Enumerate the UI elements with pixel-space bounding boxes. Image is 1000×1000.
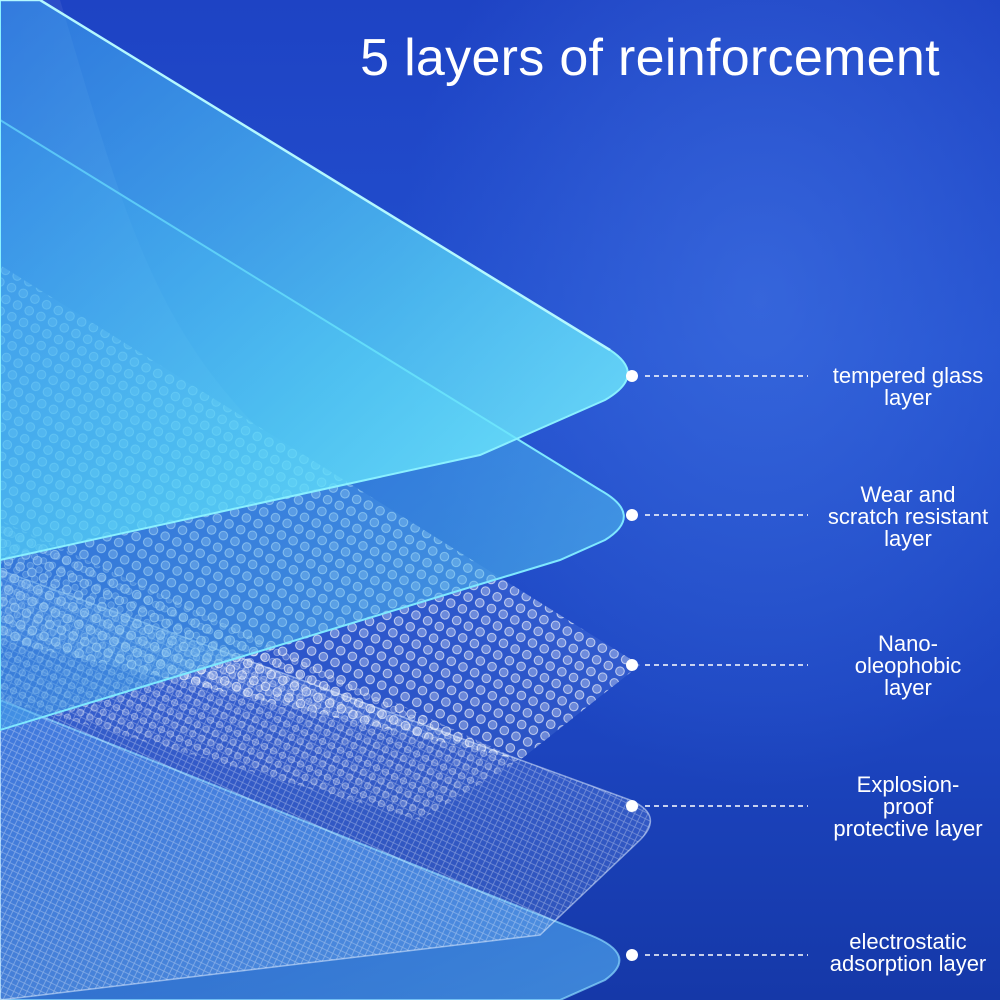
label-line: layer (813, 528, 1000, 550)
label-line: Explosion- (813, 774, 1000, 796)
leader-lines (626, 370, 808, 961)
label-line: layer (813, 387, 1000, 409)
marker-dot (626, 800, 638, 812)
label-line: layer (813, 677, 1000, 699)
label-explosion-proof: Explosion- proof protective layer (813, 774, 1000, 840)
marker-dot (626, 659, 638, 671)
label-line: adsorption layer (813, 953, 1000, 975)
label-adsorption: electrostatic adsorption layer (813, 931, 1000, 975)
label-line: protective layer (813, 818, 1000, 840)
label-line: tempered glass (813, 365, 1000, 387)
label-line: scratch resistant (813, 506, 1000, 528)
marker-dot (626, 949, 638, 961)
label-tempered-glass: tempered glass layer (813, 365, 1000, 409)
marker-dot (626, 370, 638, 382)
label-line: electrostatic (813, 931, 1000, 953)
label-oleophobic: Nano- oleophobic layer (813, 633, 1000, 699)
label-line: Wear and (813, 484, 1000, 506)
label-line: Nano- (813, 633, 1000, 655)
page-title: 5 layers of reinforcement (340, 28, 960, 88)
label-scratch-resistant: Wear and scratch resistant layer (813, 484, 1000, 550)
marker-dot (626, 509, 638, 521)
label-line: oleophobic (813, 655, 1000, 677)
label-line: proof (813, 796, 1000, 818)
